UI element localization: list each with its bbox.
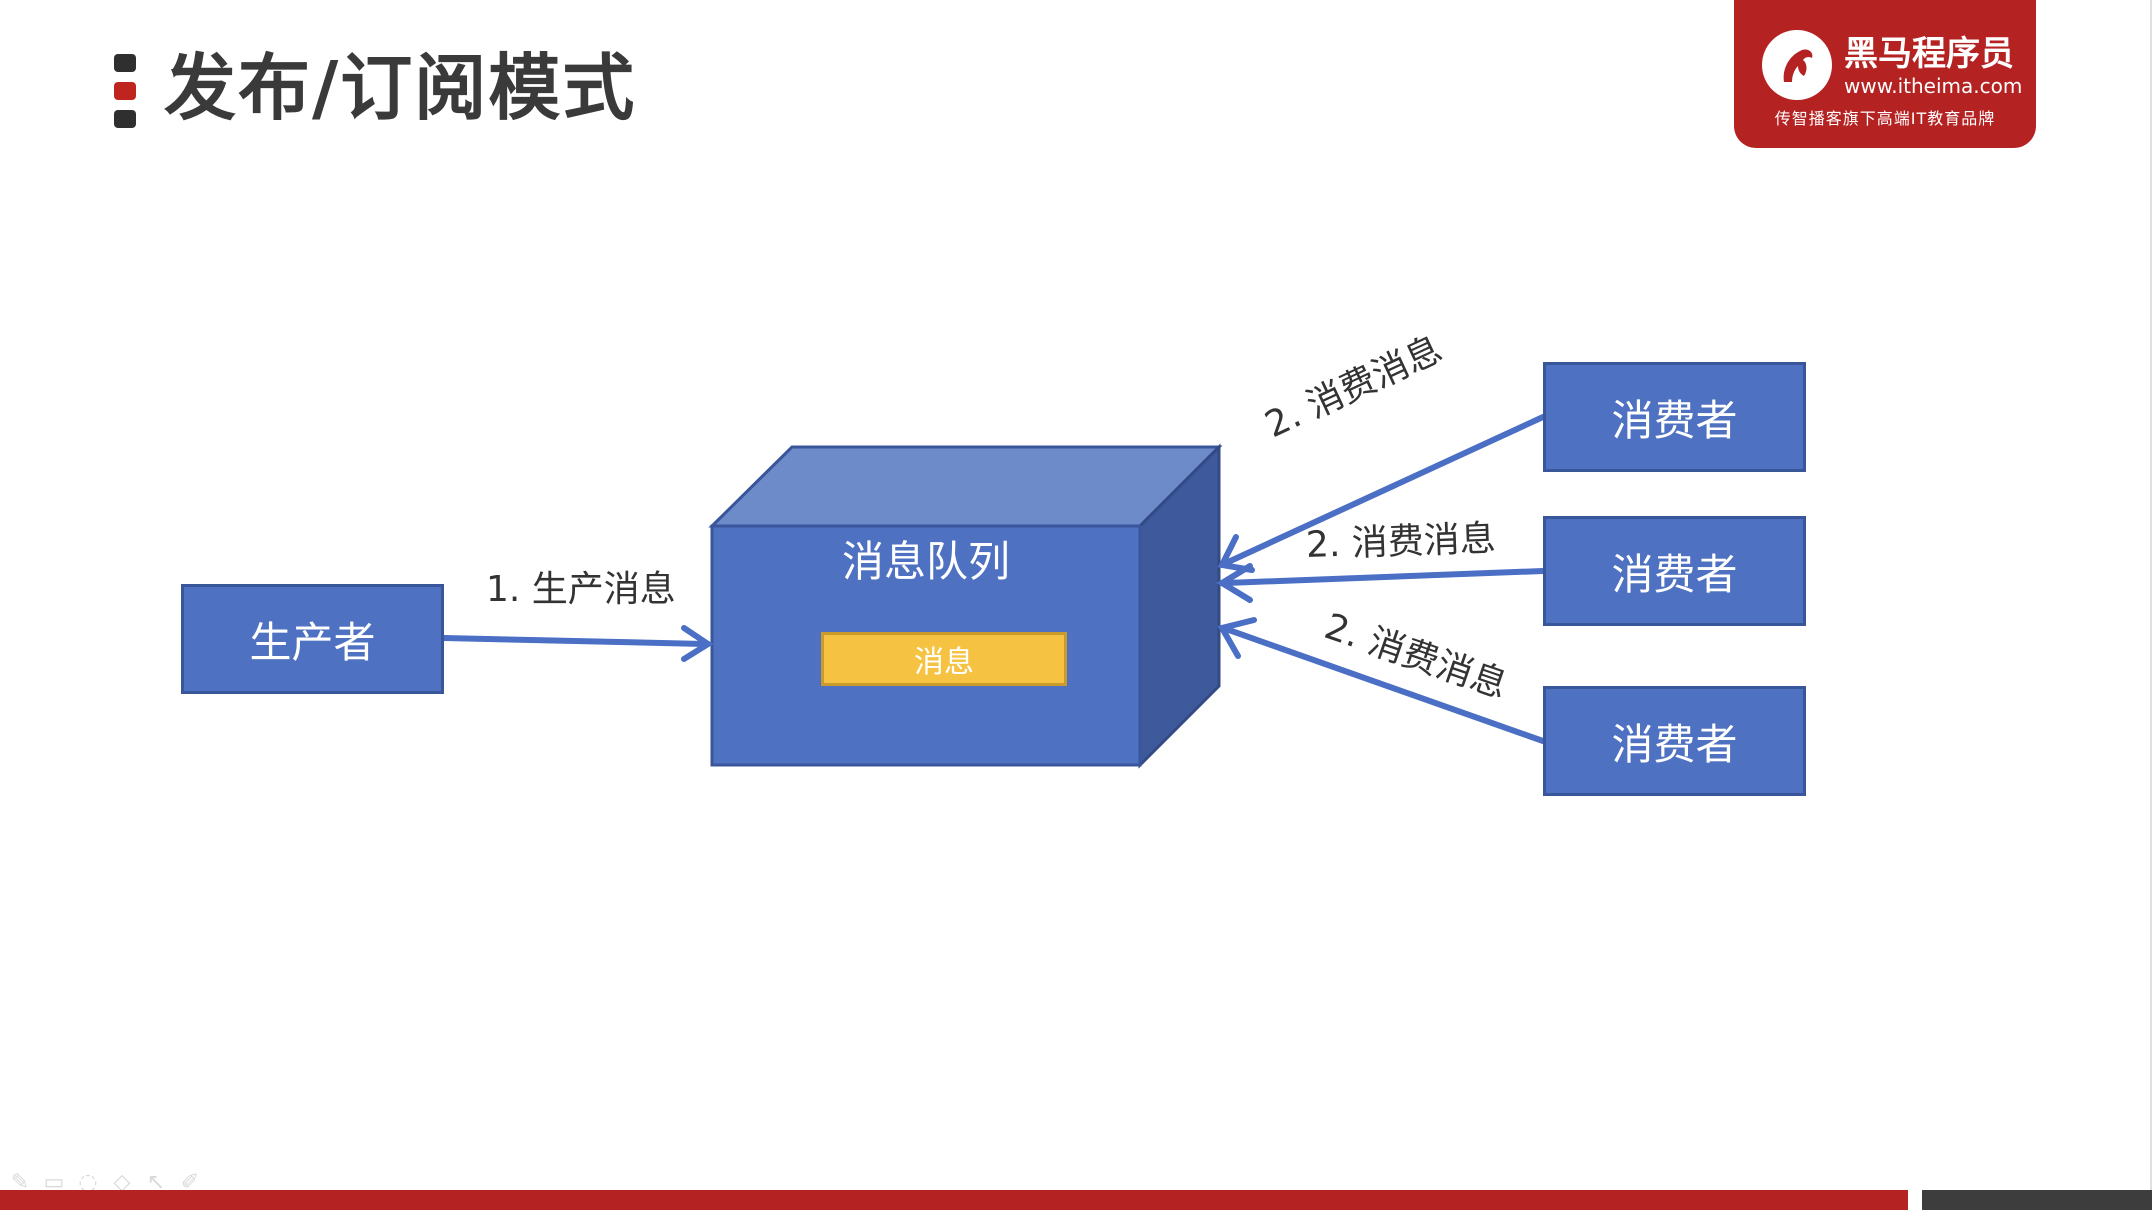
consume-arrow-top — [1223, 414, 1546, 566]
queue-top-face — [708, 445, 1223, 528]
consume-arrow-mid — [1223, 568, 1546, 586]
consumer-node: 消费者 — [1543, 516, 1806, 626]
horse-logo-icon — [1762, 30, 1832, 100]
producer-label: 生产者 — [249, 617, 376, 667]
slide-edge — [2150, 0, 2152, 1190]
brand-logo: 黑马程序员 www.itheima.com 传智播客旗下高端IT教育品牌 — [1734, 0, 2036, 148]
screen-icon[interactable]: ▭ — [43, 1170, 65, 1195]
producer-node: 生产者 — [181, 584, 444, 694]
message-label: 消息 — [914, 645, 974, 680]
presenter-toolbar: ✎ ▭ ◌ ◇ ↖ ✐ — [8, 1172, 202, 1194]
logo-url: www.itheima.com — [1844, 74, 2023, 98]
consume-arrow-bottom — [1223, 626, 1546, 744]
page-title: 发布/订阅模式 — [164, 46, 637, 130]
consume-arrowhead-mid — [1216, 563, 1253, 603]
footer-red-bar — [0, 1190, 1908, 1210]
consumer-node: 消费者 — [1543, 686, 1806, 796]
logo-slogan: 传智播客旗下高端IT教育品牌 — [1774, 109, 1996, 128]
consumer-label: 消费者 — [1611, 549, 1738, 599]
footer-dark-bar — [1922, 1190, 2152, 1210]
eraser-icon[interactable]: ◇ — [113, 1170, 131, 1195]
consumer-label: 消费者 — [1611, 719, 1738, 769]
queue-label: 消息队列 — [841, 537, 1010, 586]
produce-edge-label: 1. 生产消息 — [486, 569, 676, 610]
edit-icon[interactable]: ✐ — [180, 1170, 200, 1195]
consume-arrowhead-bottom — [1217, 617, 1257, 659]
pen-icon[interactable]: ✎ — [10, 1170, 30, 1195]
comment-icon[interactable]: ◌ — [78, 1170, 98, 1195]
produce-arrow — [441, 635, 707, 647]
consume-edge-label-mid: 2. 消费消息 — [1305, 518, 1497, 566]
logo-brand-name: 黑马程序员 — [1844, 34, 2014, 74]
consumer-label: 消费者 — [1611, 395, 1738, 445]
title-marker — [114, 54, 136, 138]
pointer-icon[interactable]: ↖ — [146, 1170, 166, 1195]
consumer-node: 消费者 — [1543, 362, 1806, 472]
produce-arrowhead — [681, 625, 714, 662]
message-block: 消息 — [821, 632, 1067, 686]
